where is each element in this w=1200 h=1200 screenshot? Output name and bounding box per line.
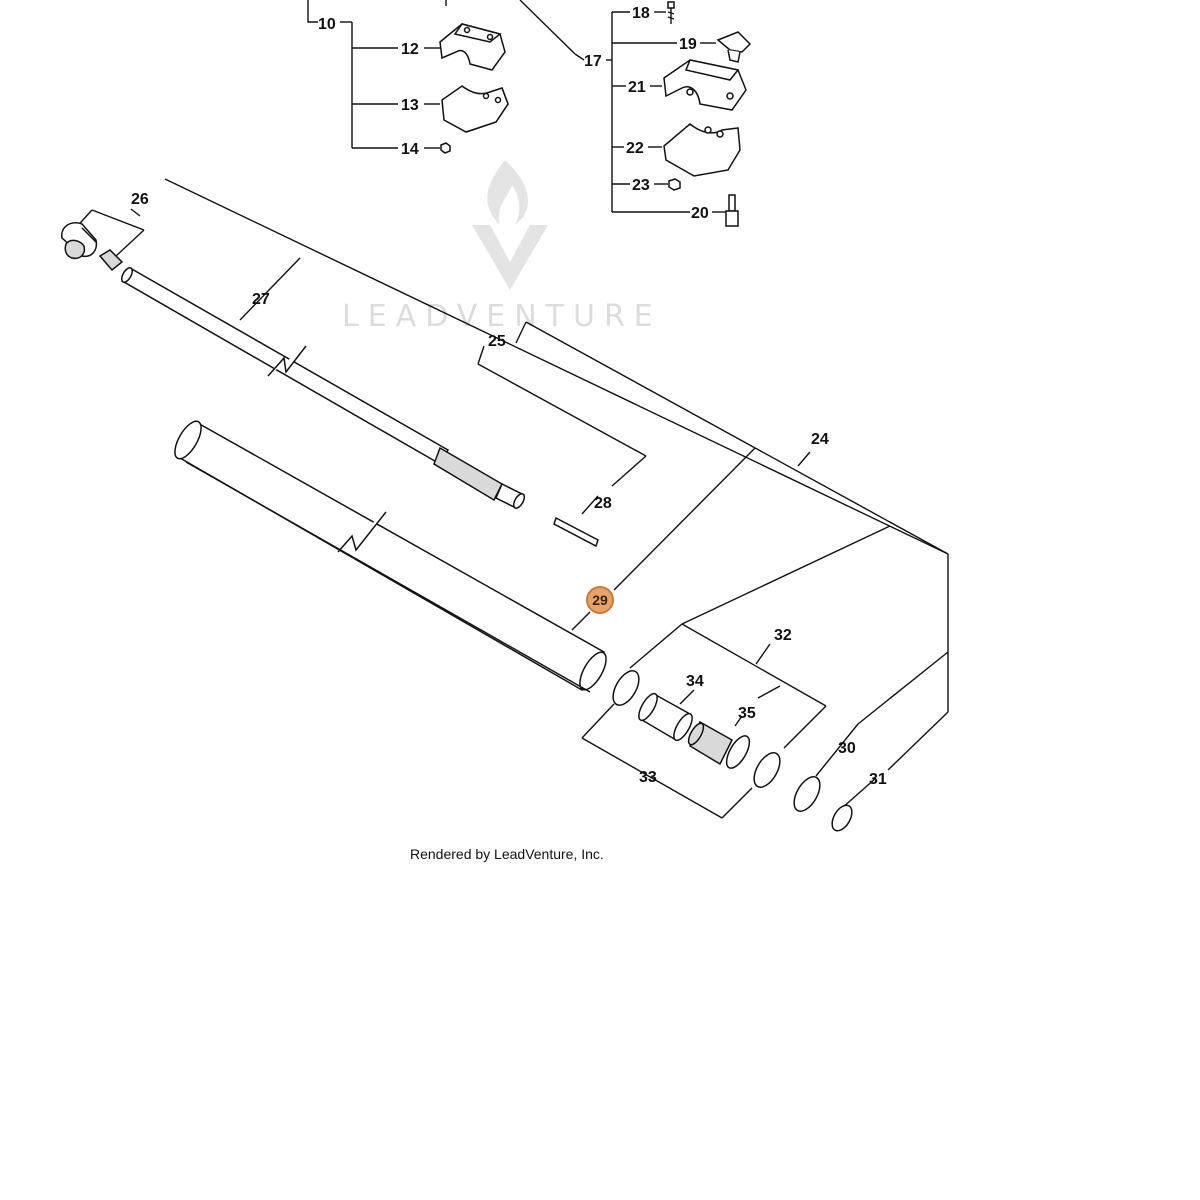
callout-14[interactable]: 14 xyxy=(401,141,419,158)
callout-29-highlighted[interactable]: 29 xyxy=(586,586,614,614)
pin-part-28[interactable] xyxy=(553,516,599,548)
callout-12[interactable]: 12 xyxy=(401,41,419,58)
nut-part-14[interactable] xyxy=(440,142,451,154)
bushing-part-35[interactable] xyxy=(686,720,754,771)
callout-22[interactable]: 22 xyxy=(626,140,644,157)
callout-13[interactable]: 13 xyxy=(401,97,419,114)
callout-17[interactable]: 17 xyxy=(584,53,602,70)
callout-31[interactable]: 31 xyxy=(869,771,887,788)
callout-26[interactable]: 26 xyxy=(131,191,149,208)
callout-24[interactable]: 24 xyxy=(811,431,829,448)
wing-knob-part-19[interactable] xyxy=(716,31,752,63)
watermark-text: LEADVENTURE xyxy=(342,299,662,334)
bolt-part-20[interactable] xyxy=(725,194,739,227)
callout-25[interactable]: 25 xyxy=(488,333,506,350)
footer-credit: Rendered by LeadVenture, Inc. xyxy=(410,846,604,862)
callout-23[interactable]: 23 xyxy=(632,177,650,194)
callout-29-label: 29 xyxy=(592,592,608,608)
callout-33[interactable]: 33 xyxy=(639,769,657,786)
screw-part-18[interactable] xyxy=(667,1,675,24)
callout-10[interactable]: 10 xyxy=(318,16,336,33)
clamp-upper-part-12[interactable] xyxy=(439,23,506,71)
snap-ring-part-33b[interactable] xyxy=(749,749,785,792)
callout-30[interactable]: 30 xyxy=(838,740,856,757)
assembly-lines xyxy=(71,178,949,819)
drive-shaft-part-27[interactable] xyxy=(120,266,527,510)
group-17-lines xyxy=(519,0,726,213)
callout-19[interactable]: 19 xyxy=(679,36,697,53)
clamp-upper-part-21[interactable] xyxy=(663,59,747,111)
callout-28[interactable]: 28 xyxy=(594,495,612,512)
callout-35[interactable]: 35 xyxy=(738,705,756,722)
drive-coupling-part-26[interactable] xyxy=(61,222,124,272)
callout-21[interactable]: 21 xyxy=(628,79,646,96)
callout-18[interactable]: 18 xyxy=(632,5,650,22)
clamp-lower-part-13[interactable] xyxy=(441,85,509,133)
group-10-lines xyxy=(307,0,447,149)
snap-ring-part-30[interactable] xyxy=(789,773,825,816)
callout-20[interactable]: 20 xyxy=(691,205,709,222)
bushing-part-34[interactable] xyxy=(635,691,695,743)
snap-ring-part-33a[interactable] xyxy=(608,667,644,710)
clamp-lower-part-22[interactable] xyxy=(663,123,741,177)
callout-34[interactable]: 34 xyxy=(686,673,704,690)
nut-part-23[interactable] xyxy=(668,178,681,191)
snap-ring-part-31[interactable] xyxy=(828,802,856,834)
shaft-tube-part-29[interactable] xyxy=(170,417,612,693)
callout-32[interactable]: 32 xyxy=(774,627,792,644)
watermark-logo xyxy=(472,160,548,290)
callout-27[interactable]: 27 xyxy=(252,291,270,308)
